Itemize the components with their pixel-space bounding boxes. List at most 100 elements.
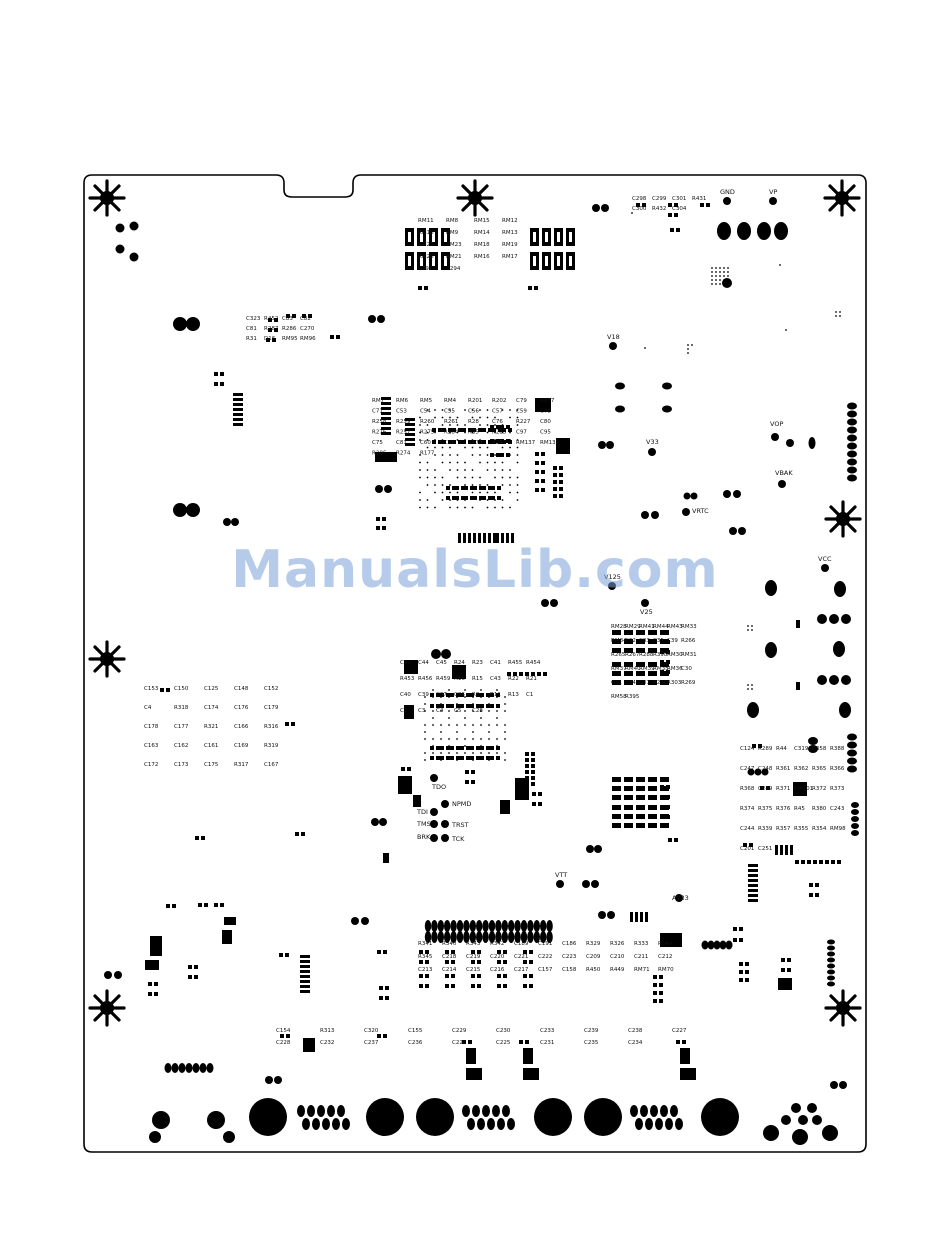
smd-pad — [636, 680, 645, 685]
smd-pad — [450, 756, 454, 760]
via — [509, 454, 511, 456]
smd-pad — [456, 693, 460, 697]
via — [434, 476, 436, 479]
via — [448, 696, 450, 698]
smd-pad — [640, 912, 643, 922]
smd-pad — [569, 256, 572, 266]
via — [449, 461, 451, 464]
smd-pad — [745, 962, 749, 966]
ref-label: R287 — [264, 326, 279, 332]
smd-pad — [470, 756, 474, 760]
via — [723, 271, 725, 273]
smd-pad — [534, 286, 538, 290]
smd-pad — [285, 722, 289, 726]
ref-label: R284 — [444, 430, 459, 436]
via — [480, 717, 482, 719]
ref-label: C174 — [204, 705, 219, 711]
ref-label: RM19 — [502, 242, 518, 248]
via — [494, 416, 496, 419]
via — [488, 738, 490, 740]
smd-pad — [636, 805, 645, 810]
ref-label: RM71 — [634, 967, 650, 973]
ref-label: C53 — [396, 409, 407, 415]
ref-label: R318 — [174, 705, 189, 711]
oval-pad — [424, 920, 432, 932]
round-pad — [274, 1076, 282, 1084]
round-pad — [223, 1131, 235, 1143]
round-pad — [550, 599, 558, 607]
ref-label: C33 — [639, 638, 650, 644]
round-pad — [441, 820, 449, 828]
smd-pad — [796, 682, 800, 690]
ref-label: C231 — [540, 1040, 554, 1046]
smd-pad — [624, 777, 633, 782]
ref-label: C76 — [492, 419, 503, 425]
smd-pad — [432, 232, 435, 242]
ref-label: R357 — [776, 826, 791, 832]
ref-label: C228 — [276, 1040, 291, 1046]
round-pad — [265, 1076, 273, 1084]
via — [464, 424, 466, 426]
via — [472, 703, 474, 705]
ref-label: R177 — [420, 451, 435, 457]
via — [479, 446, 481, 449]
round-pad — [377, 315, 385, 323]
smd-pad — [274, 328, 278, 332]
ref-label: R343 — [466, 941, 481, 947]
smd-pad — [543, 672, 547, 676]
ref-label: R289 — [758, 746, 773, 752]
via — [480, 752, 482, 754]
ref-label: R174 — [468, 440, 483, 446]
smd-pad — [612, 814, 621, 819]
ref-label: R313 — [320, 1028, 335, 1034]
oval-pad — [456, 920, 464, 932]
ref-label: R260 — [420, 419, 435, 425]
smd-pad — [450, 746, 454, 750]
smd-pad — [404, 705, 414, 719]
smd-pad — [541, 461, 545, 465]
via — [479, 484, 481, 486]
smd-pad — [300, 960, 310, 963]
oval-pad — [546, 931, 553, 943]
oval-pad — [482, 920, 489, 932]
via — [434, 484, 436, 486]
smd-pad — [188, 975, 192, 979]
ref-label: RM17 — [502, 254, 518, 260]
smd-pad — [300, 980, 310, 983]
via — [434, 469, 436, 471]
via — [449, 431, 451, 434]
smd-pad — [559, 473, 563, 477]
ref-label: RM13 — [502, 230, 518, 236]
oval-pad — [833, 641, 845, 657]
smd-pad — [680, 1048, 690, 1064]
via — [486, 499, 489, 501]
via — [479, 461, 481, 464]
via — [440, 703, 442, 705]
round-pad — [641, 511, 649, 519]
via — [486, 469, 489, 471]
oval-pad — [527, 920, 534, 932]
round-pad — [129, 221, 139, 231]
smd-pad — [462, 440, 466, 444]
smd-pad — [559, 494, 563, 498]
ref-label: R345 — [418, 954, 433, 960]
smd-pad — [733, 927, 737, 931]
smd-pad — [636, 777, 645, 782]
smd-pad — [377, 950, 381, 954]
oval-pad — [514, 931, 521, 943]
smd-pad — [748, 864, 758, 867]
ref-label: R341 — [418, 941, 432, 947]
smd-pad — [533, 232, 536, 242]
via — [464, 461, 466, 464]
via — [419, 416, 421, 419]
ref-label: C97 — [516, 430, 527, 436]
smd-pad — [295, 832, 299, 836]
via — [456, 752, 458, 754]
via — [434, 439, 436, 441]
smd-pad — [188, 965, 192, 969]
ref-label: C2 — [400, 708, 407, 714]
via — [441, 476, 444, 479]
ref-label: C227 — [672, 1028, 687, 1034]
via — [464, 745, 466, 747]
via — [488, 731, 490, 733]
